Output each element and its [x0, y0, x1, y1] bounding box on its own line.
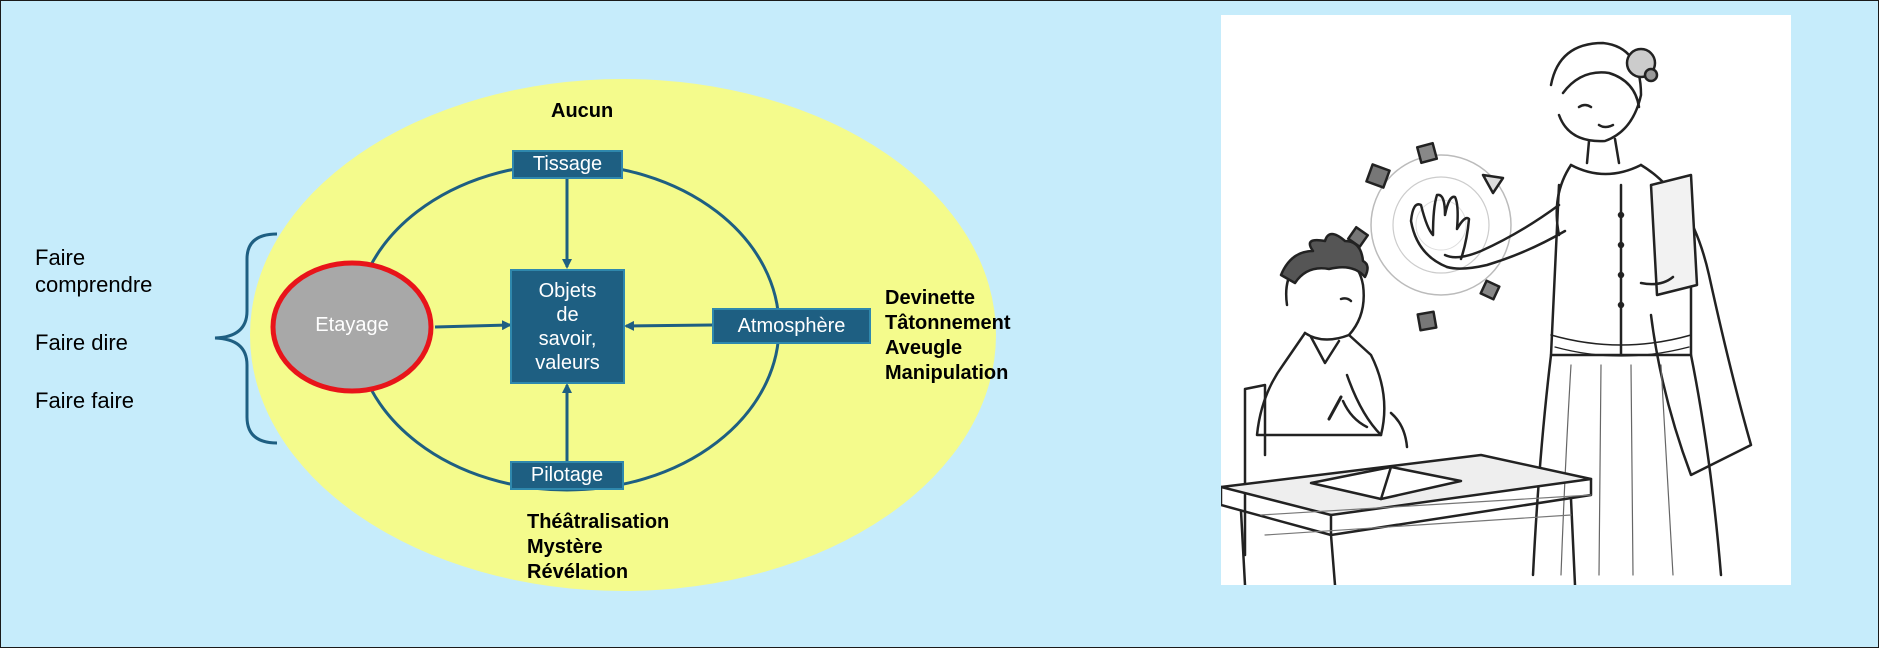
left-label-faire-comprendre: Faire comprendre	[35, 245, 153, 297]
objets-box: Objets de savoir, valeurs	[510, 269, 625, 384]
annotation-devinette: Devinette	[885, 287, 976, 309]
annotation-aveugle: Aveugle	[885, 337, 963, 359]
etayage-label: Etayage	[315, 314, 389, 336]
annotation-mystere: Mystère	[527, 536, 603, 558]
annotation-aucun: Aucun	[551, 100, 614, 122]
arrow-atmosphere-to-objets	[624, 320, 713, 331]
annotation-right-list: Devinette Tâtonnement Aveugle Manipulati…	[885, 286, 1011, 386]
left-label-faire-dire: Faire dire	[35, 330, 128, 355]
annotation-theatralisation: Théâtralisation	[527, 511, 670, 533]
teacher-student-illustration	[1219, 15, 1791, 587]
atmosphere-box: Atmosphère	[712, 308, 871, 344]
annotation-manipulation: Manipulation	[885, 362, 1009, 384]
left-label-faire-faire: Faire faire	[35, 388, 135, 413]
etayage-oval	[270, 260, 434, 394]
annotation-bottom-list: Théâtralisation Mystère Révélation	[527, 510, 669, 585]
annotation-tatonnement: Tâtonnement	[885, 312, 1011, 334]
arrow-etayage-to-objets	[434, 320, 512, 331]
annotation-revelation: Révélation	[527, 561, 629, 583]
left-brace	[214, 232, 278, 445]
tissage-box: Tissage	[512, 150, 623, 179]
pilotage-box: Pilotage	[510, 461, 624, 490]
illustration-drawing	[1219, 41, 1753, 587]
